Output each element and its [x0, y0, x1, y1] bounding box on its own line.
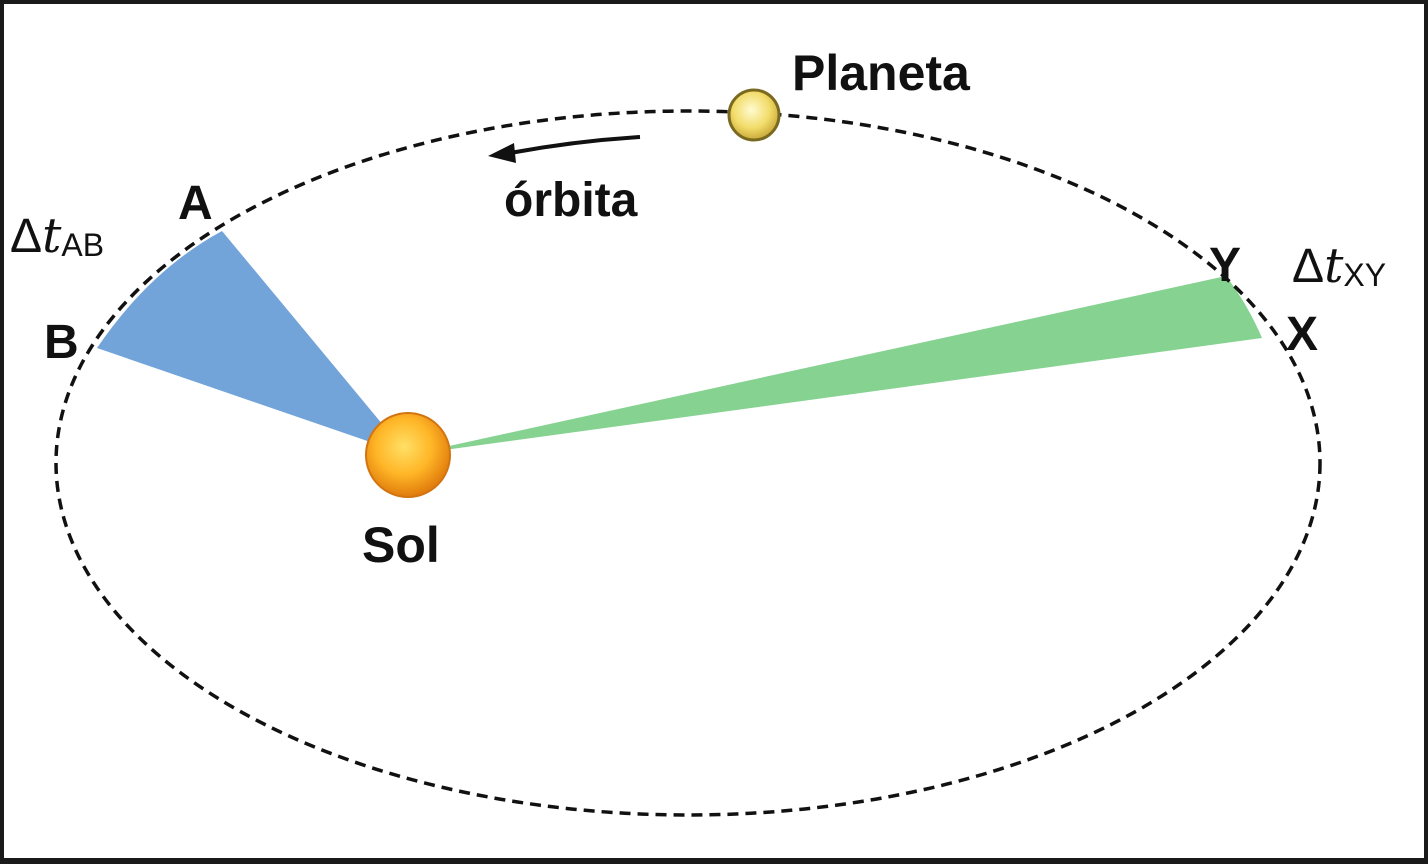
point-b-label: B	[44, 316, 79, 369]
delta-t-xy-label: ΔtXY	[1292, 238, 1386, 294]
orbit-label: órbita	[504, 174, 638, 227]
sun-icon	[365, 412, 451, 498]
subscript-ab: AB	[61, 227, 104, 263]
point-y-label: Y	[1209, 239, 1241, 292]
sector-ab	[97, 231, 408, 455]
orbit-ellipse	[54, 109, 1322, 817]
delta-symbol: Δ	[1292, 240, 1324, 293]
point-x-label: X	[1286, 308, 1318, 361]
subscript-xy: XY	[1343, 257, 1386, 293]
t-symbol: t	[1324, 238, 1344, 294]
delta-t-ab-label: ΔtAB	[10, 208, 104, 264]
orbit-direction-arrow	[488, 135, 641, 163]
sun-label: Sol	[362, 517, 440, 573]
planet-icon	[727, 88, 781, 142]
delta-symbol: Δ	[10, 210, 42, 263]
t-symbol: t	[42, 208, 62, 264]
sector-xy	[408, 276, 1262, 455]
point-a-label: A	[178, 177, 213, 230]
planet-label: Planeta	[792, 45, 971, 101]
